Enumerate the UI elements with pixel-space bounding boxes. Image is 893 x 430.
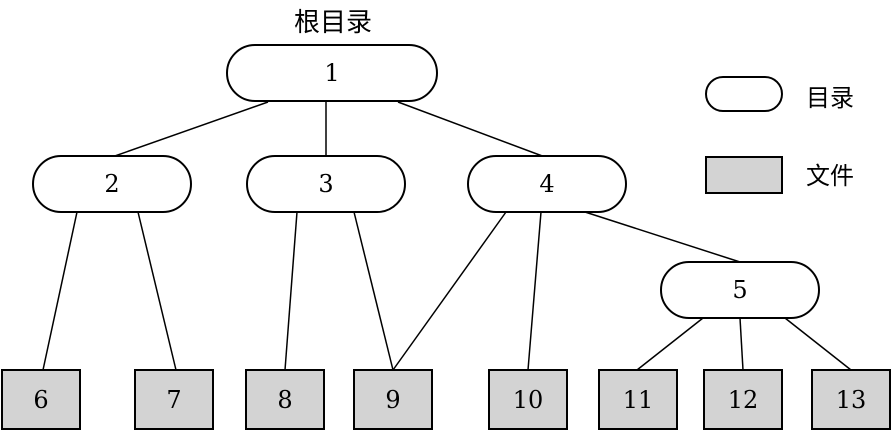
directory-node-3-label: 3 [318,170,334,198]
directory-node-1: 1 [226,44,438,102]
edge-1-4 [397,101,546,158]
file-node-10: 10 [488,369,568,430]
file-node-12-label: 12 [727,385,759,414]
edge-3-9 [353,211,394,371]
legend-file-label: 文件 [806,162,854,190]
edge-4-10 [527,211,542,371]
legend-directory-swatch [705,76,783,112]
file-node-12: 12 [703,369,783,430]
file-node-8: 8 [245,369,325,430]
edge-2-7 [137,211,177,371]
directory-node-2-label: 2 [104,170,120,198]
file-node-11-label: 11 [622,385,654,414]
directory-node-4: 4 [467,155,627,213]
edge-5-13 [784,317,852,371]
edge-5-12 [739,317,744,371]
edge-3-8 [284,211,298,371]
file-node-7: 7 [134,369,214,430]
edge-4-5 [584,211,741,263]
edge-1-2 [111,101,269,158]
directory-node-2: 2 [32,155,192,213]
legend-directory-label: 目录 [806,84,854,112]
directory-node-5: 5 [660,261,820,319]
file-node-9-label: 9 [385,385,401,414]
file-node-8-label: 8 [277,385,293,414]
file-node-11: 11 [598,369,678,430]
edge-4-9 [392,211,507,371]
file-node-13: 13 [811,369,891,430]
file-node-10-label: 10 [512,385,544,414]
directory-node-3: 3 [246,155,406,213]
file-node-13-label: 13 [835,385,867,414]
legend-file-swatch [705,156,783,194]
directory-node-5-label: 5 [732,276,748,304]
root-directory-label: 根目录 [293,8,372,38]
file-node-7-label: 7 [166,385,182,414]
file-node-6-label: 6 [33,385,49,414]
directory-node-1-label: 1 [324,59,340,87]
file-node-9: 9 [353,369,433,430]
file-node-6: 6 [1,369,81,430]
edge-2-6 [42,211,78,371]
directory-node-4-label: 4 [539,170,555,198]
edge-5-11 [636,317,704,371]
